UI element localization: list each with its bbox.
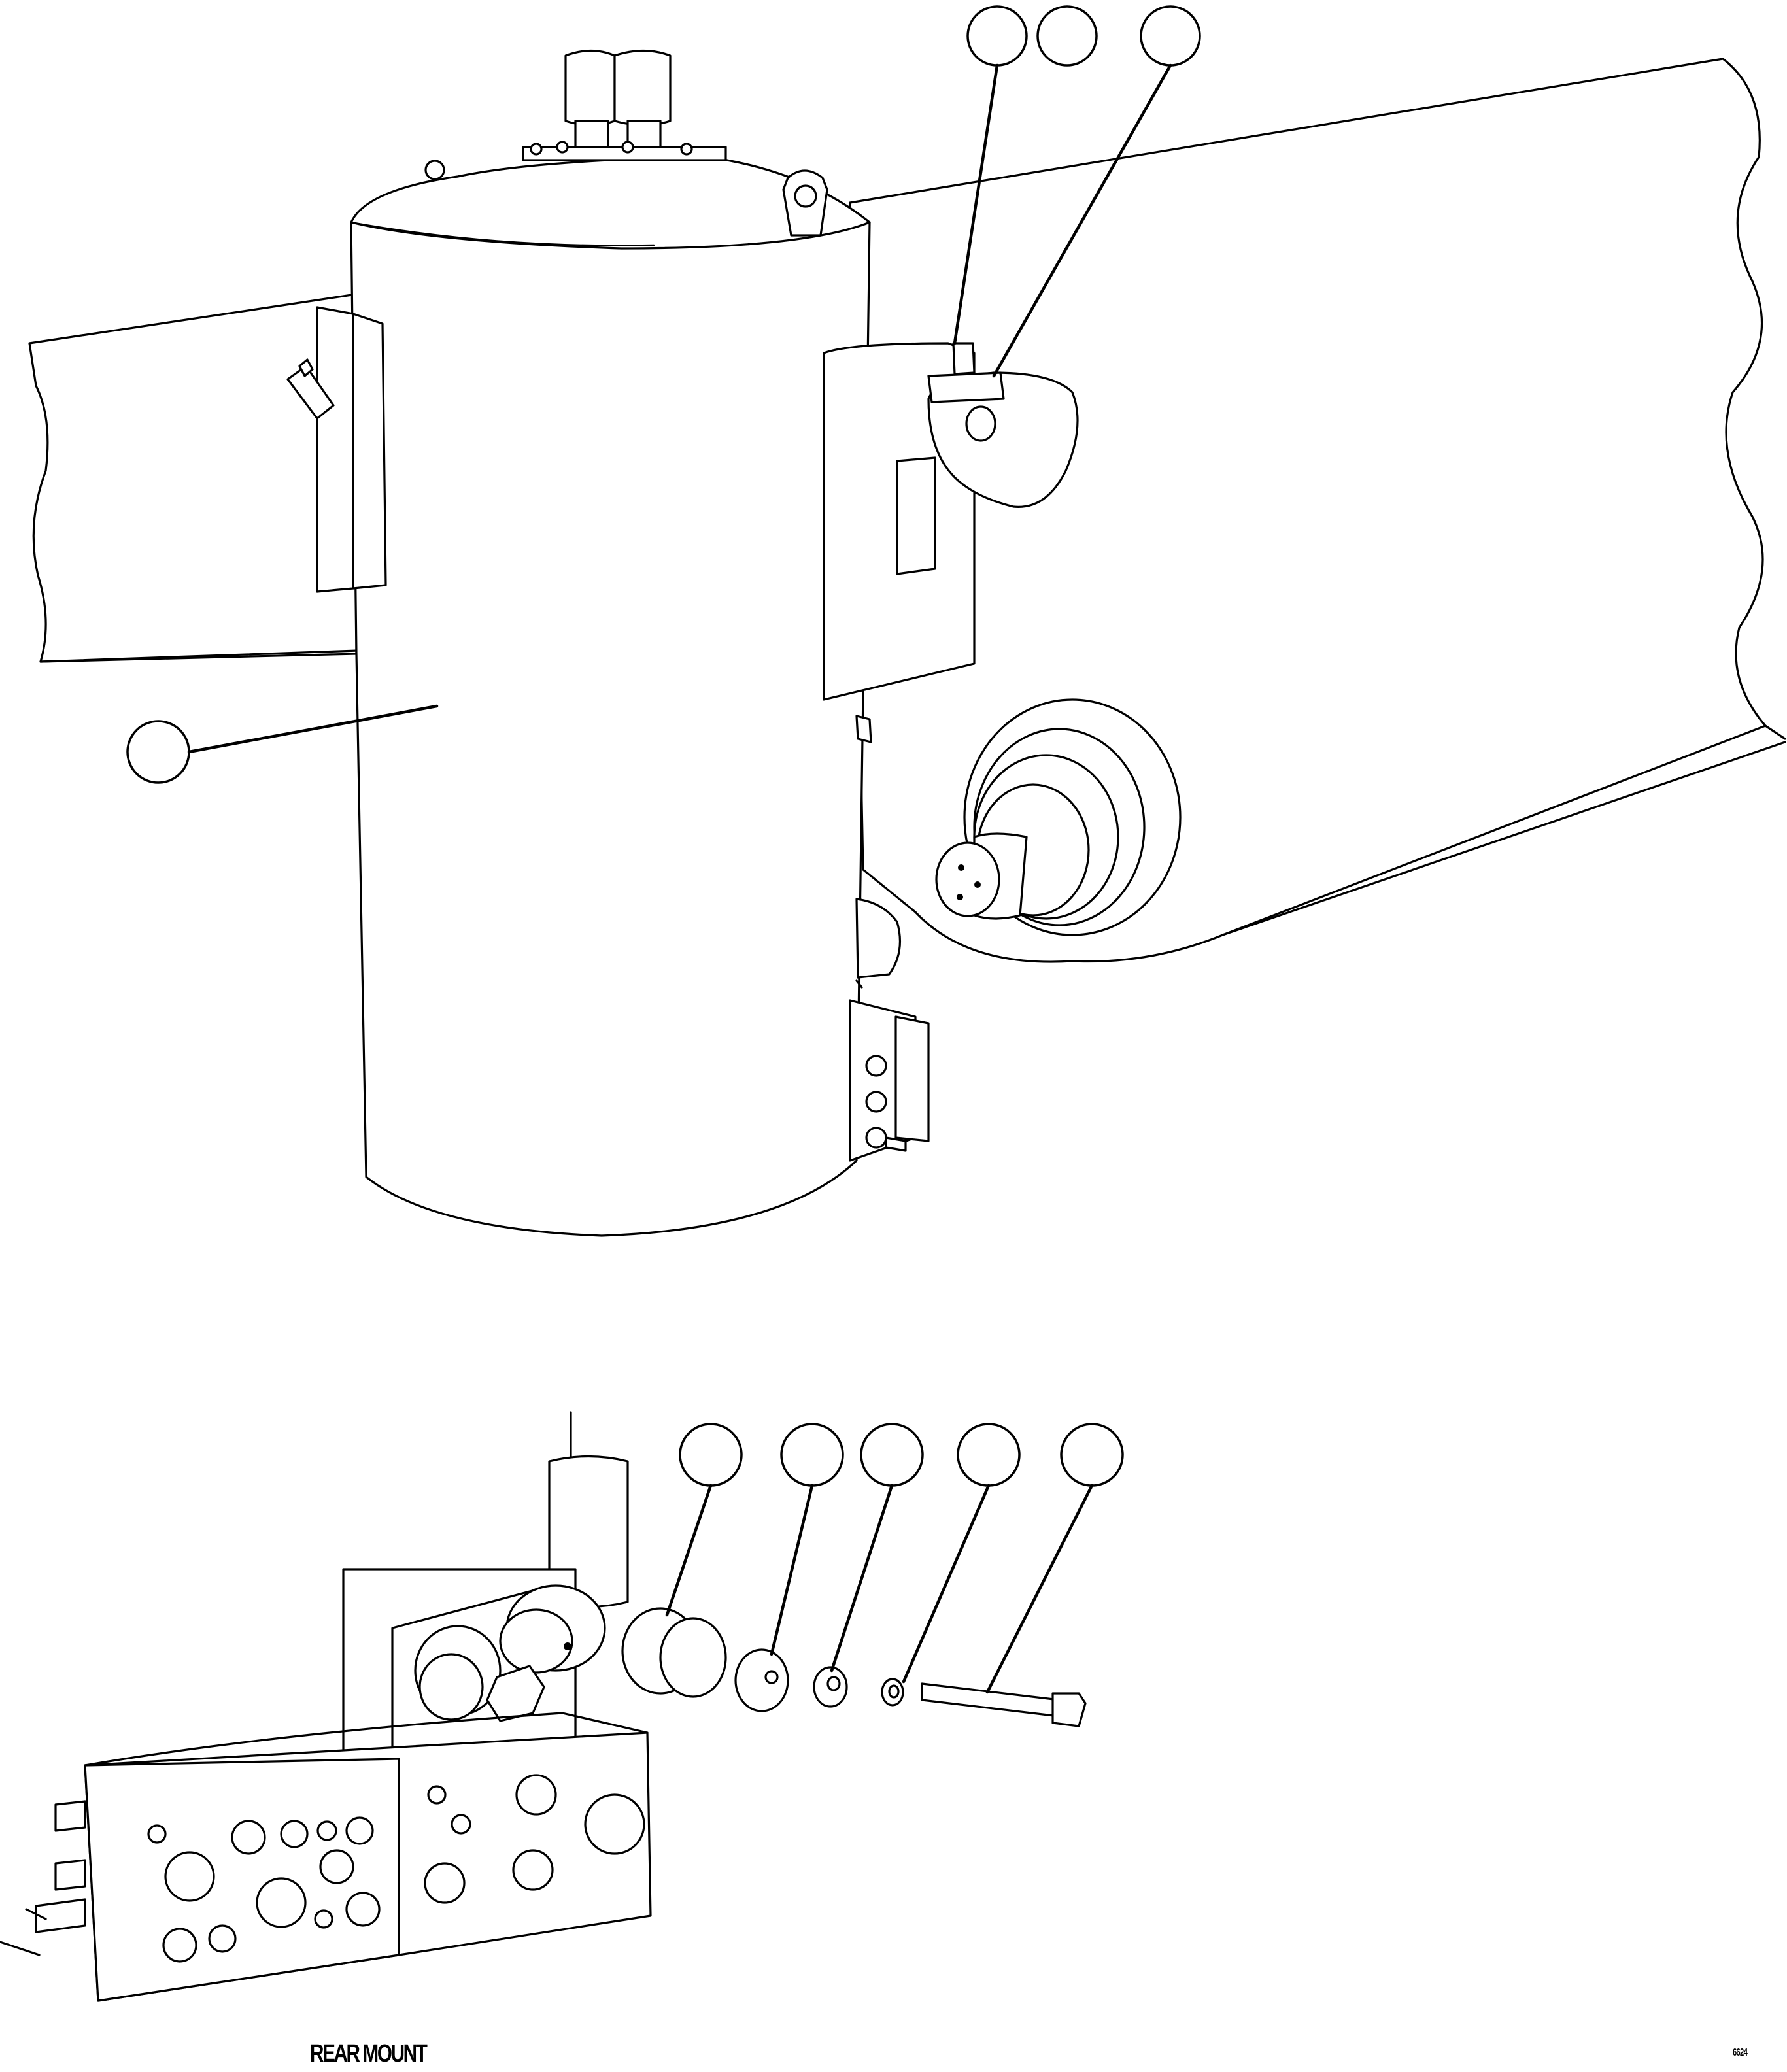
side-bracket — [849, 898, 930, 1162]
callout-bubble — [780, 1423, 844, 1487]
callouts — [126, 5, 1201, 1694]
figure-number: 6624 — [1733, 2047, 1748, 2058]
rear-mount-assembly — [0, 1411, 652, 2002]
callout-bubble — [1036, 5, 1098, 67]
callout-bubble — [957, 1423, 1021, 1487]
hub-assembly — [935, 698, 1182, 936]
callout-bubble — [1060, 1423, 1124, 1487]
tank-assembly — [286, 49, 976, 1237]
callout-bubble — [1140, 5, 1201, 67]
callout-bubble — [966, 5, 1028, 67]
callout-bubble — [679, 1423, 743, 1487]
view-caption: REAR MOUNT — [310, 2040, 428, 2067]
callout-bubble — [860, 1423, 924, 1487]
hardware-stack — [621, 1607, 1087, 1727]
callout-bubble — [126, 720, 190, 784]
clamp-bracket — [927, 342, 1079, 508]
